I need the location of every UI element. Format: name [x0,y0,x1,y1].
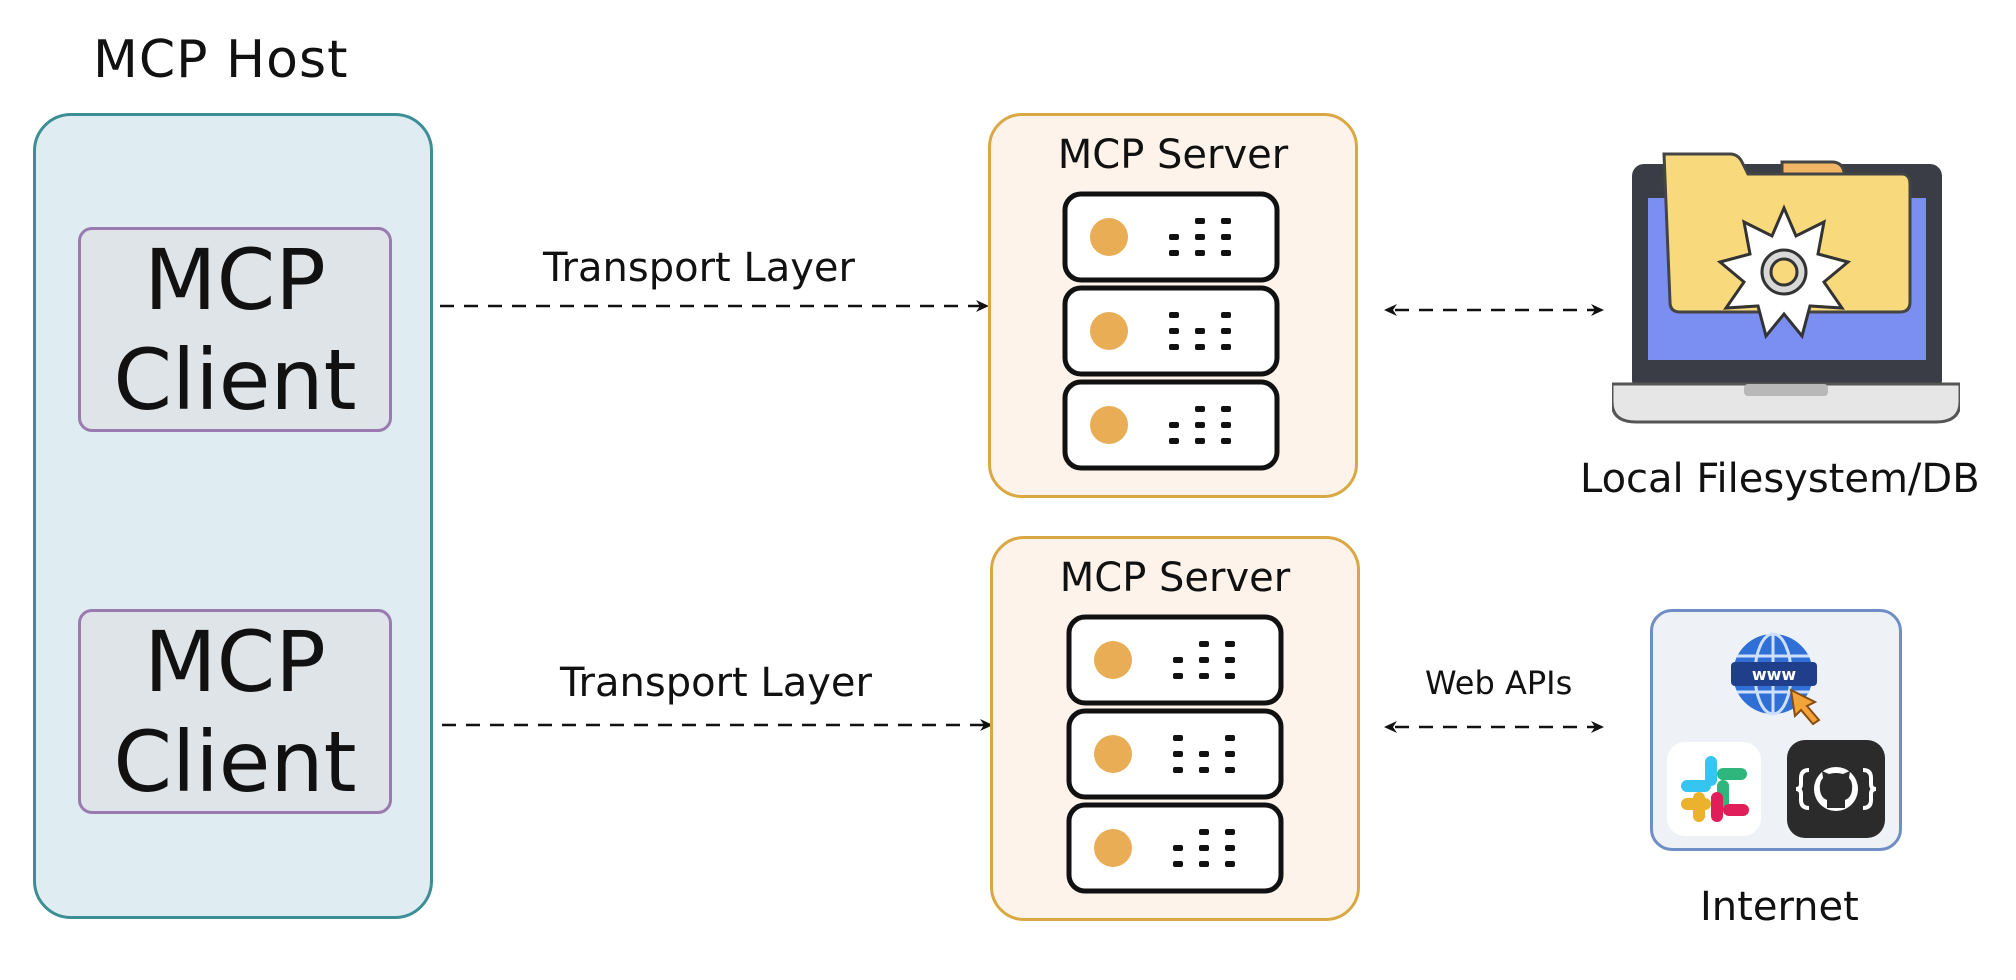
client-label-line2: Client [113,712,357,811]
local-filesystem-label: Local Filesystem/DB [1580,456,1980,502]
client-label-line1: MCP [144,230,326,329]
github-icon [1795,767,1877,811]
client-label-line1: MCP [144,612,326,711]
transport-label-2: Transport Layer [560,660,872,706]
internet-label: Internet [1700,884,1859,930]
client-label-line2: Client [113,330,357,429]
mcp-server-1[interactable]: MCP Server [988,113,1358,498]
host-title: MCP Host [93,30,349,90]
laptop-folder-gear-icon [1612,152,1960,424]
github-tile [1787,740,1885,838]
server-title: MCP Server [1057,132,1289,178]
transport-label-1: Transport Layer [543,245,855,291]
mcp-server-2[interactable]: MCP Server [990,536,1360,921]
globe-www-text: www [1752,665,1797,684]
server-rack-icon [1062,191,1280,471]
mcp-client-1[interactable]: MCP Client [78,227,392,432]
slack-icon [1681,756,1749,822]
internet-container[interactable]: www [1650,609,1902,851]
mcp-client-2[interactable]: MCP Client [78,609,392,814]
globe-www-icon: www [1731,632,1821,726]
slack-tile [1667,742,1761,836]
server-rack-icon [1066,614,1284,894]
web-apis-label: Web APIs [1425,664,1573,702]
server-title: MCP Server [1059,555,1291,601]
